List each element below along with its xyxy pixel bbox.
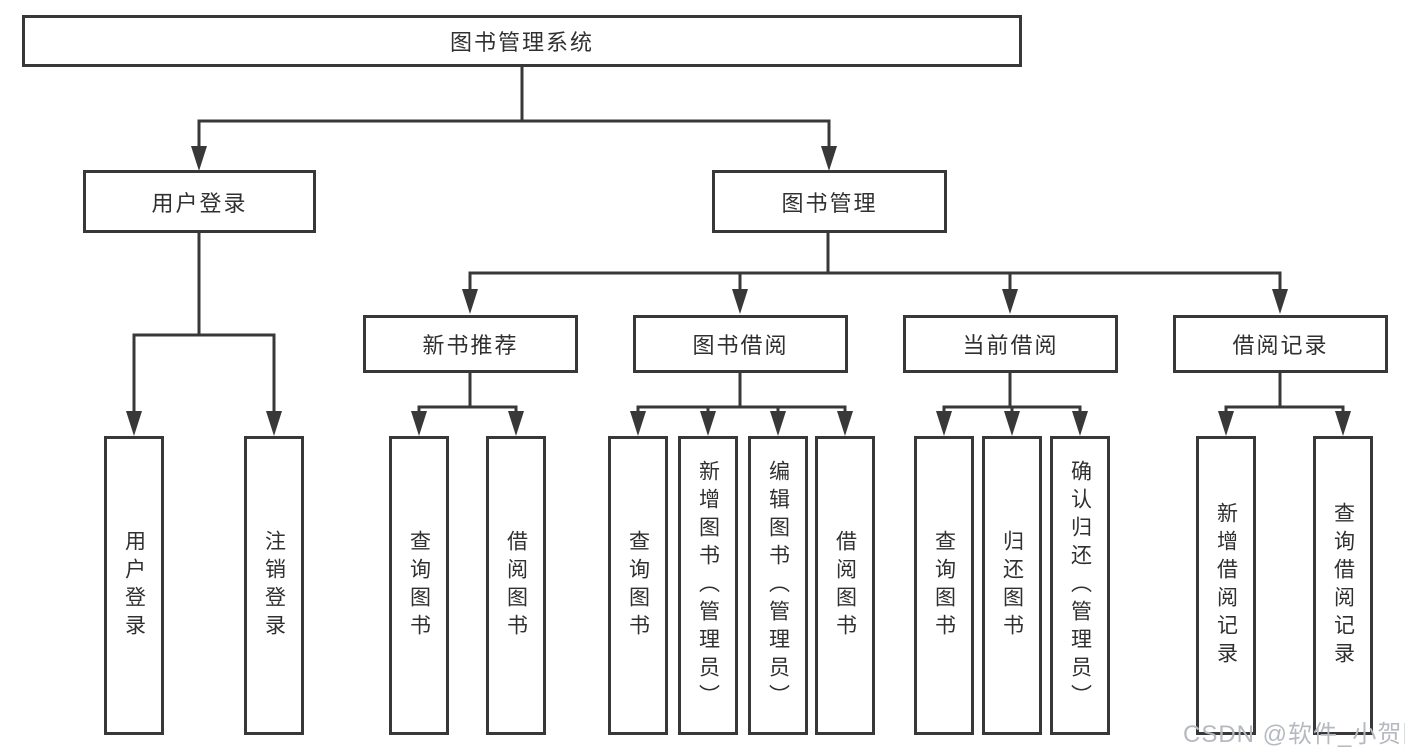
arrow-down-icon xyxy=(126,411,142,436)
leaf-borrow-books-recommend: 借阅图书 xyxy=(486,436,546,735)
leaf-query-books-borrow-label: 查询图书 xyxy=(626,529,650,642)
arrow-down-icon xyxy=(700,411,716,436)
connector-recommend-split xyxy=(417,373,518,416)
connector-root-split xyxy=(197,67,831,152)
csdn-watermark: CSDN @软件_小贺同学 xyxy=(1183,721,1405,747)
leaf-user-login: 用户登录 xyxy=(104,436,164,735)
leaf-logout-label: 注销登录 xyxy=(262,529,286,642)
arrow-down-icon xyxy=(1272,289,1288,314)
node-new-book-recommend: 新书推荐 xyxy=(363,315,578,373)
leaf-edit-book-admin: 编辑图书（管理员） xyxy=(748,436,808,735)
leaf-add-borrow-record-label: 新增借阅记录 xyxy=(1214,501,1238,670)
arrow-down-icon xyxy=(191,146,207,171)
leaf-query-books-current: 查询图书 xyxy=(914,436,974,735)
arrow-down-icon xyxy=(936,411,952,436)
node-book-borrow: 图书借阅 xyxy=(633,315,848,373)
arrow-down-icon xyxy=(821,146,837,171)
leaf-query-books-borrow: 查询图书 xyxy=(608,436,668,735)
arrow-down-icon xyxy=(837,411,853,436)
arrow-down-icon xyxy=(1335,411,1351,436)
arrow-down-icon xyxy=(630,411,646,436)
leaf-query-books-recommend: 查询图书 xyxy=(389,436,449,735)
node-book-borrow-label: 图书借阅 xyxy=(692,333,789,358)
node-user-login: 用户登录 xyxy=(83,170,316,233)
node-user-login-label: 用户登录 xyxy=(151,190,248,216)
leaf-query-borrow-record-label: 查询借阅记录 xyxy=(1331,501,1355,670)
arrow-down-icon xyxy=(1218,411,1234,436)
leaf-return-books-label: 归还图书 xyxy=(1000,529,1024,642)
leaf-logout: 注销登录 xyxy=(244,436,304,735)
connector-mgmt-split xyxy=(468,233,1282,296)
connector-user-split xyxy=(132,233,276,415)
leaf-borrow-books-label: 借阅图书 xyxy=(833,529,857,642)
node-book-management: 图书管理 xyxy=(712,170,947,233)
leaf-confirm-return-admin: 确认归还（管理员） xyxy=(1050,436,1110,735)
arrow-down-icon xyxy=(508,411,524,436)
node-current-borrow: 当前借阅 xyxy=(903,315,1118,373)
connector-current-split xyxy=(942,373,1082,416)
leaf-add-borrow-record: 新增借阅记录 xyxy=(1196,436,1256,735)
arrow-down-icon xyxy=(411,411,427,436)
node-current-borrow-label: 当前借阅 xyxy=(962,333,1059,358)
leaf-add-book-admin-label: 新增图书（管理员） xyxy=(696,459,720,712)
leaf-query-borrow-record: 查询借阅记录 xyxy=(1313,436,1373,735)
node-borrow-records-label: 借阅记录 xyxy=(1232,333,1329,358)
leaf-borrow-books: 借阅图书 xyxy=(815,436,875,735)
arrow-down-icon xyxy=(1072,411,1088,436)
leaf-add-book-admin: 新增图书（管理员） xyxy=(678,436,738,735)
arrow-down-icon xyxy=(1004,411,1020,436)
arrow-down-icon xyxy=(1002,289,1018,314)
leaf-borrow-books-recommend-label: 借阅图书 xyxy=(504,529,528,642)
leaf-edit-book-admin-label: 编辑图书（管理员） xyxy=(766,459,790,712)
connector-borrow-split xyxy=(636,373,847,416)
node-root-label: 图书管理系统 xyxy=(449,30,594,55)
node-book-management-label: 图书管理 xyxy=(781,190,878,216)
leaf-user-login-label: 用户登录 xyxy=(122,529,146,642)
arrow-down-icon xyxy=(266,411,282,436)
arrow-down-icon xyxy=(462,289,478,314)
leaf-return-books: 归还图书 xyxy=(982,436,1042,735)
arrow-down-icon xyxy=(732,289,748,314)
node-borrow-records: 借阅记录 xyxy=(1173,315,1388,373)
leaf-query-books-recommend-label: 查询图书 xyxy=(407,529,431,642)
node-root: 图书管理系统 xyxy=(22,15,1022,67)
connector-record-split xyxy=(1224,373,1345,416)
node-new-book-recommend-label: 新书推荐 xyxy=(422,333,519,358)
arrow-down-icon xyxy=(770,411,786,436)
leaf-confirm-return-admin-label: 确认归还（管理员） xyxy=(1068,459,1092,712)
leaf-query-books-current-label: 查询图书 xyxy=(932,529,956,642)
